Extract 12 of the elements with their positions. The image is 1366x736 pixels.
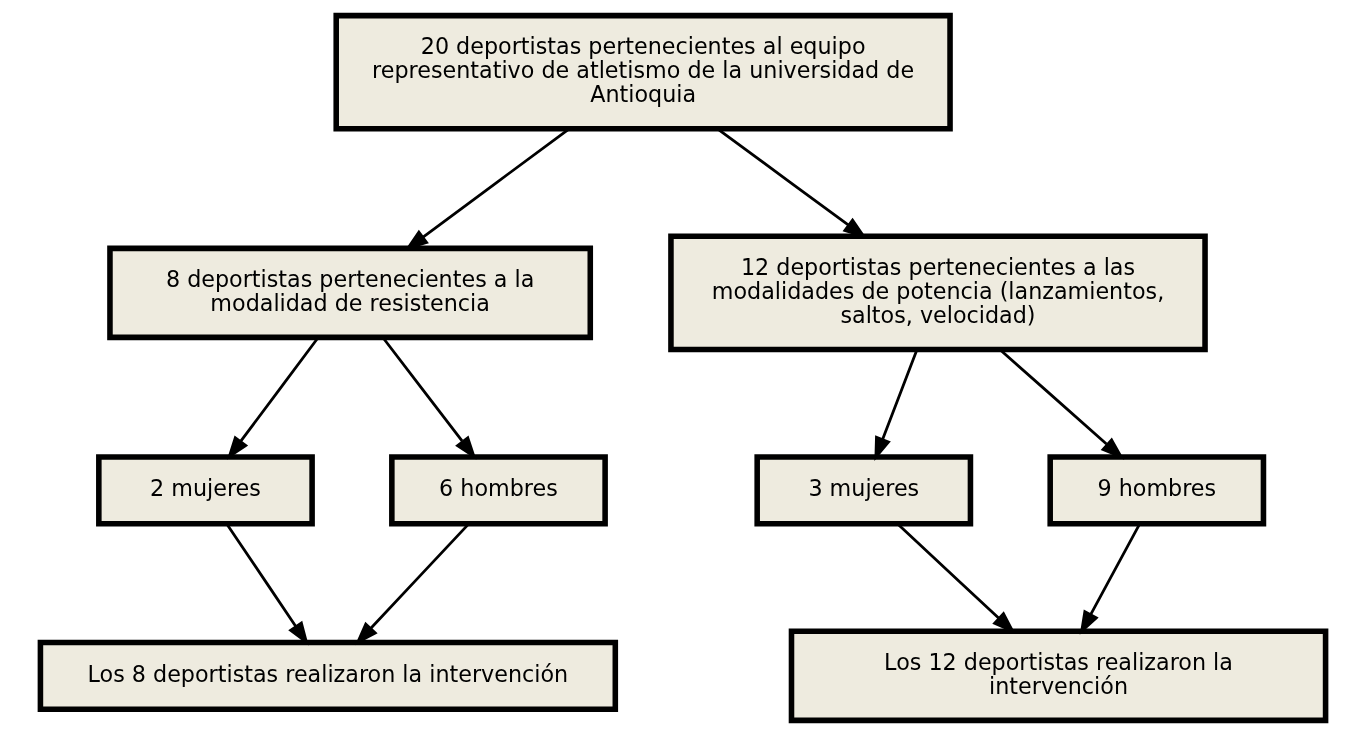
node-box: 2 mujeres: [96, 454, 315, 527]
node-box: 8 deportistas pertenecientes a la modalidad de resistencia: [107, 245, 594, 341]
node-box: 9 hombres: [1047, 454, 1267, 527]
node-box: 12 deportistas pertenecientes a las modalidades de potencia (lanzamientos, saltos, velocidad): [668, 233, 1208, 353]
node-box: 3 mujeres: [754, 454, 974, 527]
arrow: [1079, 523, 1141, 635]
arrow: [225, 523, 309, 646]
node-box: 20 deportistas pertenecientes al equipo representativo de atletismo de la universidad de Antioquia: [333, 12, 953, 132]
node-box: 6 hombres: [389, 454, 608, 527]
node-box: Los 8 deportistas realizaron la intervención: [37, 639, 619, 712]
node-box: Los 12 deportistas realizaron la intervención: [788, 628, 1329, 724]
arrow: [874, 349, 919, 461]
